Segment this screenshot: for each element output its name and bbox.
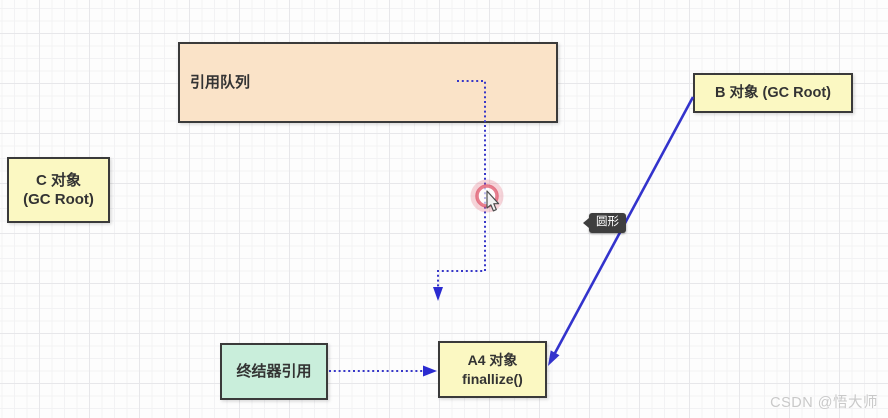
tooltip-caret-icon [583,217,589,228]
node-c-object-label-line2: (GC Root) [23,191,94,208]
click-indicator-icon [470,179,504,213]
tooltip: 圆形 [583,213,626,233]
arrow-finalizer-to-a4[interactable] [329,365,437,377]
mouse-cursor-icon [486,190,500,212]
node-reference-queue[interactable]: 引用队列 [178,42,558,123]
node-reference-queue-label: 引用队列 [190,73,251,91]
node-a4-object[interactable]: A4 对象 finallize() [438,341,547,398]
node-finalizer-reference[interactable]: 终结器引用 [220,343,328,400]
node-a4-object-label-line1: A4 对象 [467,352,518,369]
node-a4-object-label-line2: finallize() [462,370,523,387]
tooltip-label: 圆形 [596,216,619,228]
node-finalizer-reference-label: 终结器引用 [236,362,312,380]
node-b-object[interactable]: B 对象 (GC Root) [693,73,853,113]
node-b-object-label: B 对象 (GC Root) [715,84,831,101]
node-c-object[interactable]: C 对象 (GC Root) [7,157,110,223]
watermark: CSDN @悟大师 [770,395,878,411]
node-c-object-label-line1: C 对象 [35,171,81,189]
